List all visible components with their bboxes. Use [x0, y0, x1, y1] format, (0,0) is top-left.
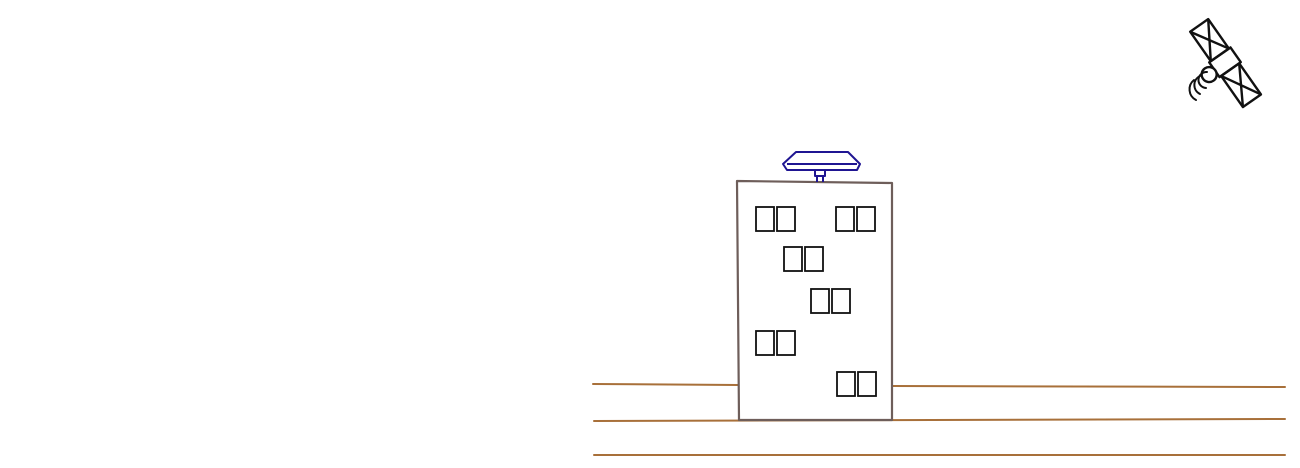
window [835, 206, 855, 232]
window [776, 330, 796, 356]
building-outline [735, 179, 894, 422]
window [783, 246, 803, 272]
ground-line-middle [593, 418, 1286, 422]
window [831, 288, 851, 314]
signal-waves-icon [1188, 71, 1208, 101]
window [755, 206, 775, 232]
window [810, 288, 830, 314]
building [735, 179, 894, 422]
window [804, 246, 824, 272]
ground-line-top [592, 383, 1286, 388]
building-windows [755, 206, 877, 397]
window [857, 371, 877, 397]
window [836, 371, 856, 397]
window [776, 206, 796, 232]
gps-antenna-icon [782, 151, 861, 182]
satellite-icon [1188, 17, 1263, 109]
ground-lines [592, 383, 1286, 456]
window [856, 206, 876, 232]
window [755, 330, 775, 356]
